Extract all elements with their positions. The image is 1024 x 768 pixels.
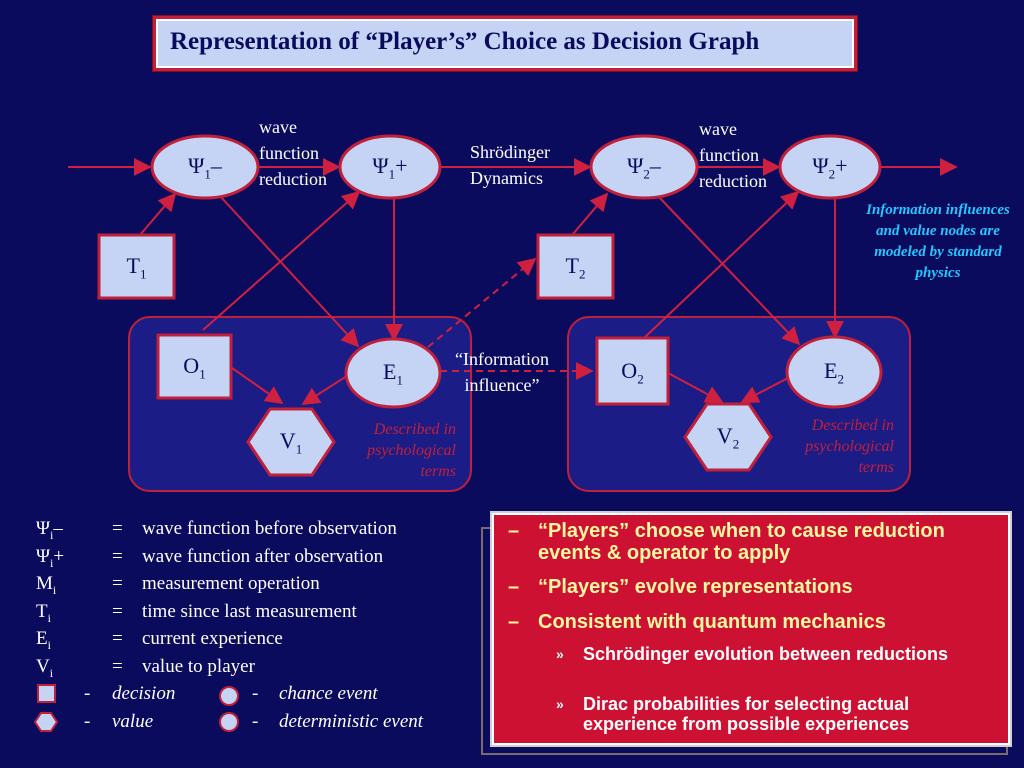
node-psi1-minus (150, 134, 260, 200)
arrow-o2-v2 (667, 372, 724, 403)
bullet-dash: – (508, 520, 520, 542)
legend-eq: = (112, 600, 123, 622)
sub-bullet-text: Schrödinger evolution between reductions (583, 644, 949, 664)
legend-symbol: Mi (36, 573, 57, 597)
psi2-plus-label: Ψ2+ (812, 153, 848, 182)
arrow-psi1m-e1 (219, 195, 360, 348)
arrow-o2-psi2p (643, 190, 800, 339)
legend-eq: = (112, 518, 123, 539)
arrow-o1-v1 (231, 367, 284, 405)
slide-title: Representation of “Player’s” Choice as D… (170, 28, 760, 55)
dashed-arrow-e1-t2 (427, 257, 537, 348)
bullet-dash: – (508, 611, 520, 633)
legend-value-icon (33, 712, 59, 732)
legend-chance-dash: - (252, 683, 259, 704)
node-psi2-plus (778, 134, 882, 200)
o1-label: O1 (183, 353, 206, 382)
t1-label: T1 (126, 253, 147, 282)
bullet-dash: – (508, 576, 520, 598)
legend-def: value to player (142, 655, 255, 677)
title-box: Representation of “Player’s” Choice as D… (153, 16, 857, 71)
t2-label: T2 (565, 253, 586, 282)
sub-bullet-text: Dirac probabilities for selecting actual… (583, 694, 910, 734)
legend-decision-text: decision (112, 683, 176, 704)
legend-symbol: Ψi– (36, 518, 63, 542)
legend-decision-icon (37, 684, 56, 703)
legend-chance-text: chance event (279, 683, 378, 704)
node-psi2-minus (589, 134, 699, 200)
legend-value-dash: - (84, 710, 91, 732)
legend-value-text: value (112, 710, 154, 732)
legend-symbol: Ψi+ (36, 545, 65, 570)
node-v2 (683, 402, 773, 472)
node-o1 (156, 333, 233, 400)
legend-symbol: Ti (36, 600, 51, 625)
legend-def: current experience (142, 628, 283, 649)
e1-label: E1 (383, 359, 403, 388)
node-psi1-plus (338, 134, 442, 200)
legend-deterministic-icon (219, 712, 239, 732)
legend-deterministic-text: deterministic event (279, 710, 424, 732)
legend-def: wave function after observation (142, 545, 384, 567)
bullet-box: – “Players” choose when to cause reducti… (492, 513, 1010, 745)
arrow-t2-psi2m (572, 192, 609, 235)
legend-symbol: Ei (36, 628, 51, 652)
node-o2 (595, 336, 670, 406)
node-t2 (536, 233, 615, 300)
legend-eq: = (112, 655, 123, 677)
arrow-e2-v2 (740, 377, 789, 403)
sub-bullet-marker: » (556, 646, 564, 662)
legend-def: time since last measurement (142, 600, 357, 622)
bullet-text: “Players” choose when to cause reduction… (538, 520, 945, 564)
legend-eq: = (112, 628, 123, 649)
legend-symbol: Vi (36, 655, 54, 680)
node-e2 (785, 335, 883, 409)
node-t1 (97, 233, 176, 300)
info-note: Information influences and value nodes a… (866, 202, 1010, 281)
arrow-psi2m-e2 (657, 195, 801, 346)
bullet-text: Consistent with quantum mechanics (538, 611, 886, 633)
legend-deterministic-dash: - (252, 710, 259, 732)
arrow-o1-psi1p (202, 190, 361, 331)
psi1-minus-label: Ψ1– (188, 153, 222, 182)
sub-bullet-marker: » (556, 696, 564, 712)
legend-eq: = (112, 573, 123, 594)
v2-label: V2 (716, 423, 740, 452)
node-v1 (246, 407, 336, 477)
psi2-minus-label: Ψ2– (627, 153, 661, 182)
psi1-plus-label: Ψ1+ (372, 153, 408, 182)
arrow-t1-psi1m (139, 192, 177, 236)
v1-label: V1 (279, 428, 303, 457)
legend-decision-dash: - (84, 683, 91, 704)
bullet-text: “Players” evolve representations (538, 576, 853, 598)
legend-def: wave function before observation (142, 518, 397, 539)
node-e1 (344, 337, 442, 409)
e2-label: E2 (824, 358, 844, 387)
legend-def: measurement operation (142, 573, 320, 594)
o2-label: O2 (621, 358, 644, 387)
arrow-e1-v1 (301, 373, 351, 405)
legend-eq: = (112, 545, 123, 567)
legend-chance-icon (219, 686, 239, 706)
